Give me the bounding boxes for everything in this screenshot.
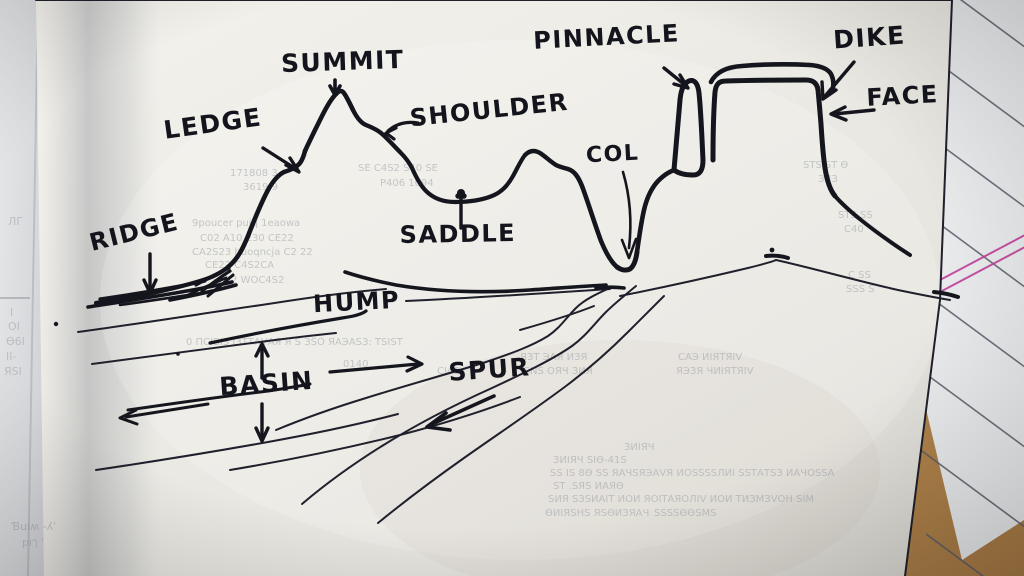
label-dike: DIKE	[832, 21, 906, 55]
label-saddle: SADDLE	[399, 219, 516, 249]
col-right-wall	[634, 167, 677, 255]
ink-dot-a	[53, 321, 59, 327]
label-ledge: LEDGE	[162, 102, 264, 144]
descent-to-saddle	[397, 149, 458, 205]
secondary-summit	[522, 148, 571, 172]
arrow-ridge	[142, 252, 158, 295]
contour-basin-a	[91, 332, 337, 365]
arrow-col	[620, 170, 638, 260]
label-pinnacle: PINNACLE	[533, 19, 681, 55]
contour-right-tick	[764, 253, 790, 260]
arrow-basin-right	[328, 355, 424, 374]
lower-slope-to-ledge	[225, 169, 287, 270]
label-basin: BASIN	[218, 366, 314, 401]
summit-left-flank	[302, 91, 339, 154]
label-hump: HUMP	[312, 286, 400, 319]
dike-block-outline	[710, 77, 824, 163]
label-shoulder: SHOULDER	[408, 88, 569, 133]
dike-face-wall	[818, 121, 838, 199]
arrow-basin-down	[254, 402, 270, 443]
spur-right-edge	[301, 285, 637, 505]
arrow-pinnacle	[662, 66, 690, 90]
arrow-basin-left	[118, 402, 210, 426]
contour-right-fall	[775, 259, 951, 301]
label-summit: SUMMIT	[281, 45, 405, 78]
contour-right-endtick	[932, 290, 960, 299]
face-talus-slope	[833, 194, 912, 257]
label-spur: SPUR	[448, 352, 532, 387]
contour-left-tick	[594, 285, 626, 290]
ink-dot-b	[176, 352, 180, 356]
pinnacle-feature	[671, 78, 706, 178]
lower-terrain-contours	[53, 247, 960, 524]
summit-apex	[333, 88, 356, 113]
label-face: FACE	[866, 80, 940, 112]
label-ridge: RIDGE	[87, 208, 182, 257]
contour-basin-d	[229, 396, 521, 471]
label-col: COL	[585, 141, 640, 169]
pinnacle-spire	[671, 78, 706, 178]
contour-basin-c	[95, 413, 399, 471]
col-left-wall	[565, 166, 620, 270]
arrow-ledge	[261, 146, 301, 174]
ink-dot-c	[769, 247, 775, 253]
spur-tie-line	[519, 305, 595, 331]
contour-right-rise	[619, 259, 777, 297]
